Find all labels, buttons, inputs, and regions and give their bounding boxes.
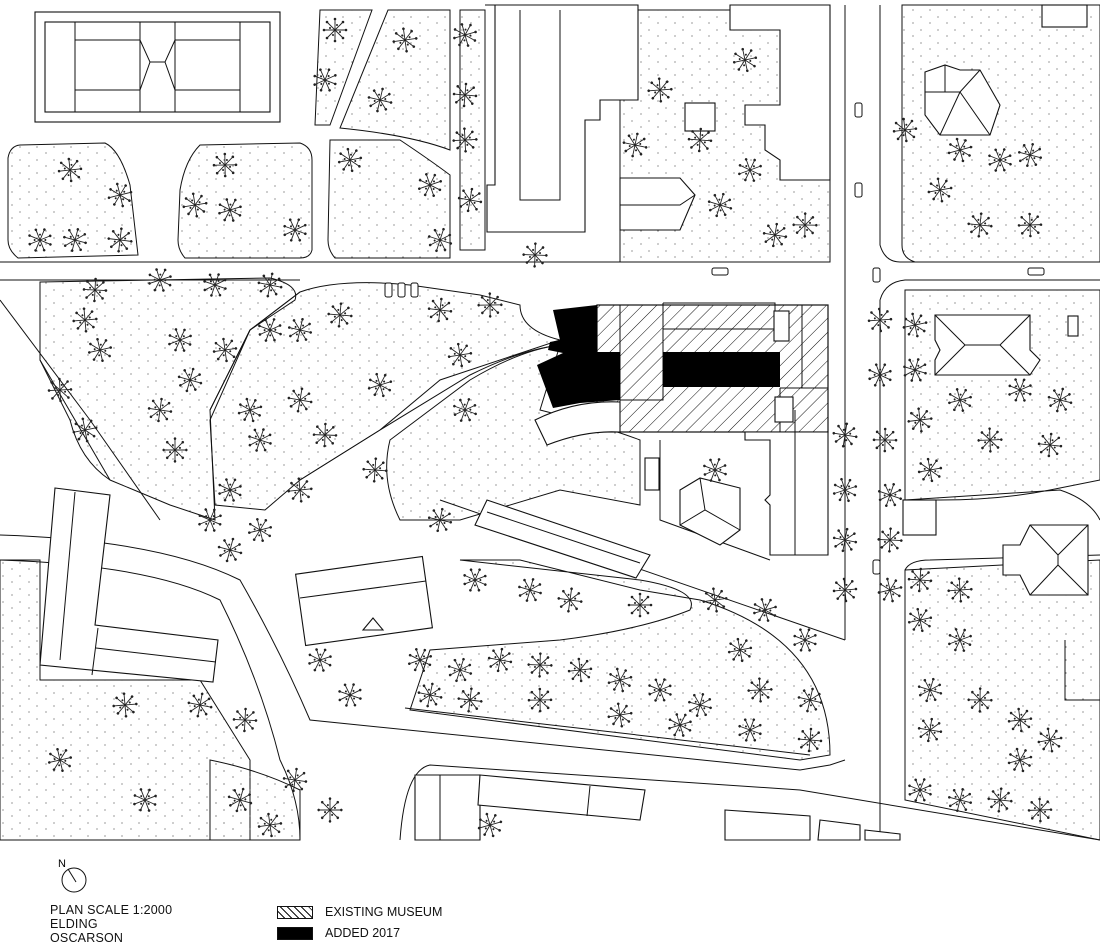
tree-icon — [552, 582, 588, 618]
building-long-north — [485, 4, 639, 233]
tree-icon — [526, 686, 554, 714]
car-icon — [384, 282, 393, 298]
tree-icon — [304, 644, 336, 676]
tree-icon — [212, 532, 248, 568]
building-north-row — [729, 4, 831, 181]
park-block — [901, 4, 1100, 263]
tree-icon — [872, 572, 908, 608]
tree-icon — [322, 17, 348, 43]
tree-icon — [458, 563, 492, 597]
legend-label: ADDED 2017 — [325, 926, 401, 940]
building-top-left — [34, 11, 281, 123]
legend-item-added: ADDED 2017 — [277, 926, 400, 940]
park-block — [209, 759, 301, 841]
legend-item-existing: EXISTING MUSEUM — [277, 905, 442, 919]
tree-icon — [333, 678, 367, 712]
tree-icon — [211, 151, 239, 179]
building-north-small — [619, 177, 696, 231]
architect-name-1: ELDING — [50, 917, 98, 931]
tree-icon — [244, 514, 276, 546]
car-icon — [410, 282, 419, 298]
tree-icon — [231, 706, 259, 734]
building-west-long — [39, 487, 219, 683]
hatch-swatch-icon — [277, 905, 313, 919]
car-icon — [872, 267, 881, 283]
parked-cars — [384, 102, 1045, 575]
legend-label: EXISTING MUSEUM — [325, 905, 443, 919]
tree-icon — [749, 594, 781, 626]
solid-swatch-icon — [277, 926, 313, 940]
park-block — [459, 9, 486, 251]
car-icon — [1027, 267, 1045, 276]
building-villa-ne — [924, 64, 1001, 136]
tree-icon — [872, 522, 908, 558]
park-block — [7, 142, 139, 259]
north-label: N — [58, 858, 66, 870]
park-block — [314, 9, 373, 126]
park-block — [339, 9, 451, 151]
tree-icon — [312, 792, 348, 828]
plan-title-block: PLAN SCALE 1:2000 ELDING OSCARSON — [50, 903, 172, 945]
park-block — [39, 277, 297, 521]
car-icon — [854, 102, 863, 118]
tree-icon — [871, 426, 899, 454]
car-icon — [397, 282, 406, 298]
tree-icon — [627, 592, 653, 618]
tree-icon — [517, 237, 553, 273]
tree-icon — [788, 623, 822, 657]
car-icon — [872, 559, 881, 575]
building-diagonal — [474, 499, 651, 579]
tree-icon — [873, 478, 907, 512]
added-2017 — [537, 305, 620, 408]
park-block — [177, 142, 313, 259]
park-block — [409, 559, 831, 761]
north-arrow-icon — [61, 867, 87, 893]
car-icon — [711, 267, 729, 276]
plan-scale: PLAN SCALE 1:2000 — [50, 903, 173, 917]
architect-name-2: OSCARSON — [50, 931, 124, 945]
added-2017 — [663, 352, 780, 387]
park-block — [327, 139, 451, 259]
museum — [534, 302, 829, 446]
building-pavilion — [679, 477, 741, 546]
north-arrow: N — [56, 858, 96, 898]
car-icon — [854, 182, 863, 198]
tree-icon — [514, 574, 546, 606]
building-east-wing — [744, 431, 829, 556]
building-hall — [294, 555, 434, 647]
buildings — [34, 4, 1089, 841]
